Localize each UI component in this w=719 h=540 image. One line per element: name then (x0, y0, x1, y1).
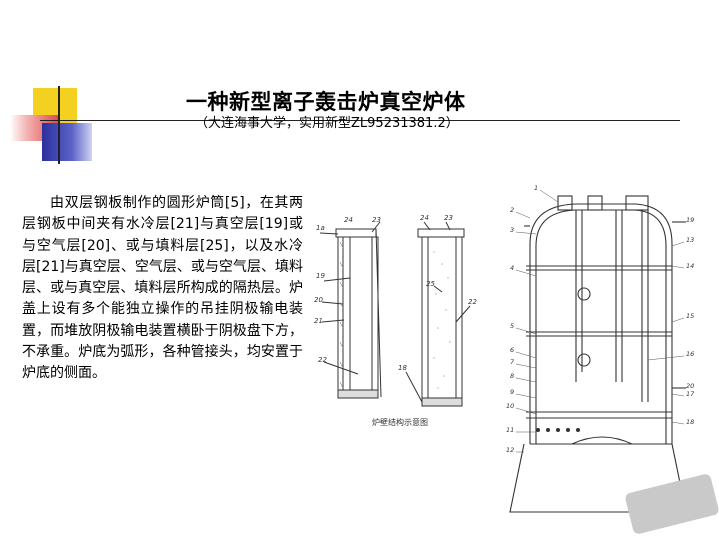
furnace-label-12: 12 (506, 446, 514, 454)
label-20: 20 (314, 296, 323, 304)
furnace-label-15: 15 (686, 312, 694, 320)
label-24: 24 (344, 216, 353, 224)
wall-section-left (319, 221, 382, 399)
wall-section-right (405, 221, 471, 407)
furnace-label-10: 10 (506, 402, 514, 410)
furnace-ports (536, 428, 580, 432)
furnace-label-18: 18 (686, 418, 694, 426)
furnace-diagram: 1a 24 23 19 20 21 22 24 (310, 182, 712, 532)
furnace-label-19: 19 (686, 216, 694, 224)
label-18: 18 (398, 364, 407, 372)
furnace-label-9: 9 (510, 388, 514, 396)
slide-title: 一种新型离子轰击炉真空炉体 (186, 90, 466, 114)
furnace-label-5: 5 (510, 322, 514, 330)
wall-left-hatch (339, 241, 344, 389)
label-21: 21 (314, 317, 323, 325)
wall-right-fill (433, 251, 451, 389)
furnace-label-8: 8 (510, 372, 514, 380)
furnace-body (509, 195, 687, 513)
title-underline (40, 120, 680, 121)
furnace-label-14: 14 (686, 262, 694, 270)
decor-blue-square (42, 123, 92, 161)
label-22b: 22 (468, 298, 477, 306)
label-19: 19 (316, 272, 325, 280)
label-25: 25 (426, 280, 435, 288)
furnace-label-20: 20 (686, 382, 694, 390)
label-23b: 23 (444, 214, 453, 222)
figure-caption: 炉壁结构示意图 (372, 417, 428, 427)
furnace-label-2: 2 (510, 206, 514, 214)
furnace-label-16: 16 (686, 350, 694, 358)
label-1a: 1a (316, 224, 325, 232)
furnace-leaders (515, 189, 685, 453)
furnace-label-3: 3 (510, 226, 514, 234)
furnace-label-11: 11 (506, 426, 514, 434)
body-paragraph: 由双层钢板制作的圆形炉筒[5]，在其两层钢板中间夹有水冷层[21]与真空层[19… (22, 195, 303, 382)
furnace-label-4: 4 (510, 264, 514, 272)
furnace-label-7: 7 (510, 358, 515, 366)
furnace-label-13: 13 (686, 236, 694, 244)
furnace-label-17: 17 (686, 390, 695, 398)
decor-vertical-line (58, 86, 60, 164)
label-22: 22 (318, 356, 327, 364)
furnace-label-1: 1 (534, 184, 538, 192)
slide-subtitle: （大连海事大学，实用新型ZL95231381.2） (195, 116, 459, 131)
label-24b: 24 (420, 214, 429, 222)
label-23: 23 (372, 216, 381, 224)
furnace-label-6: 6 (510, 346, 514, 354)
